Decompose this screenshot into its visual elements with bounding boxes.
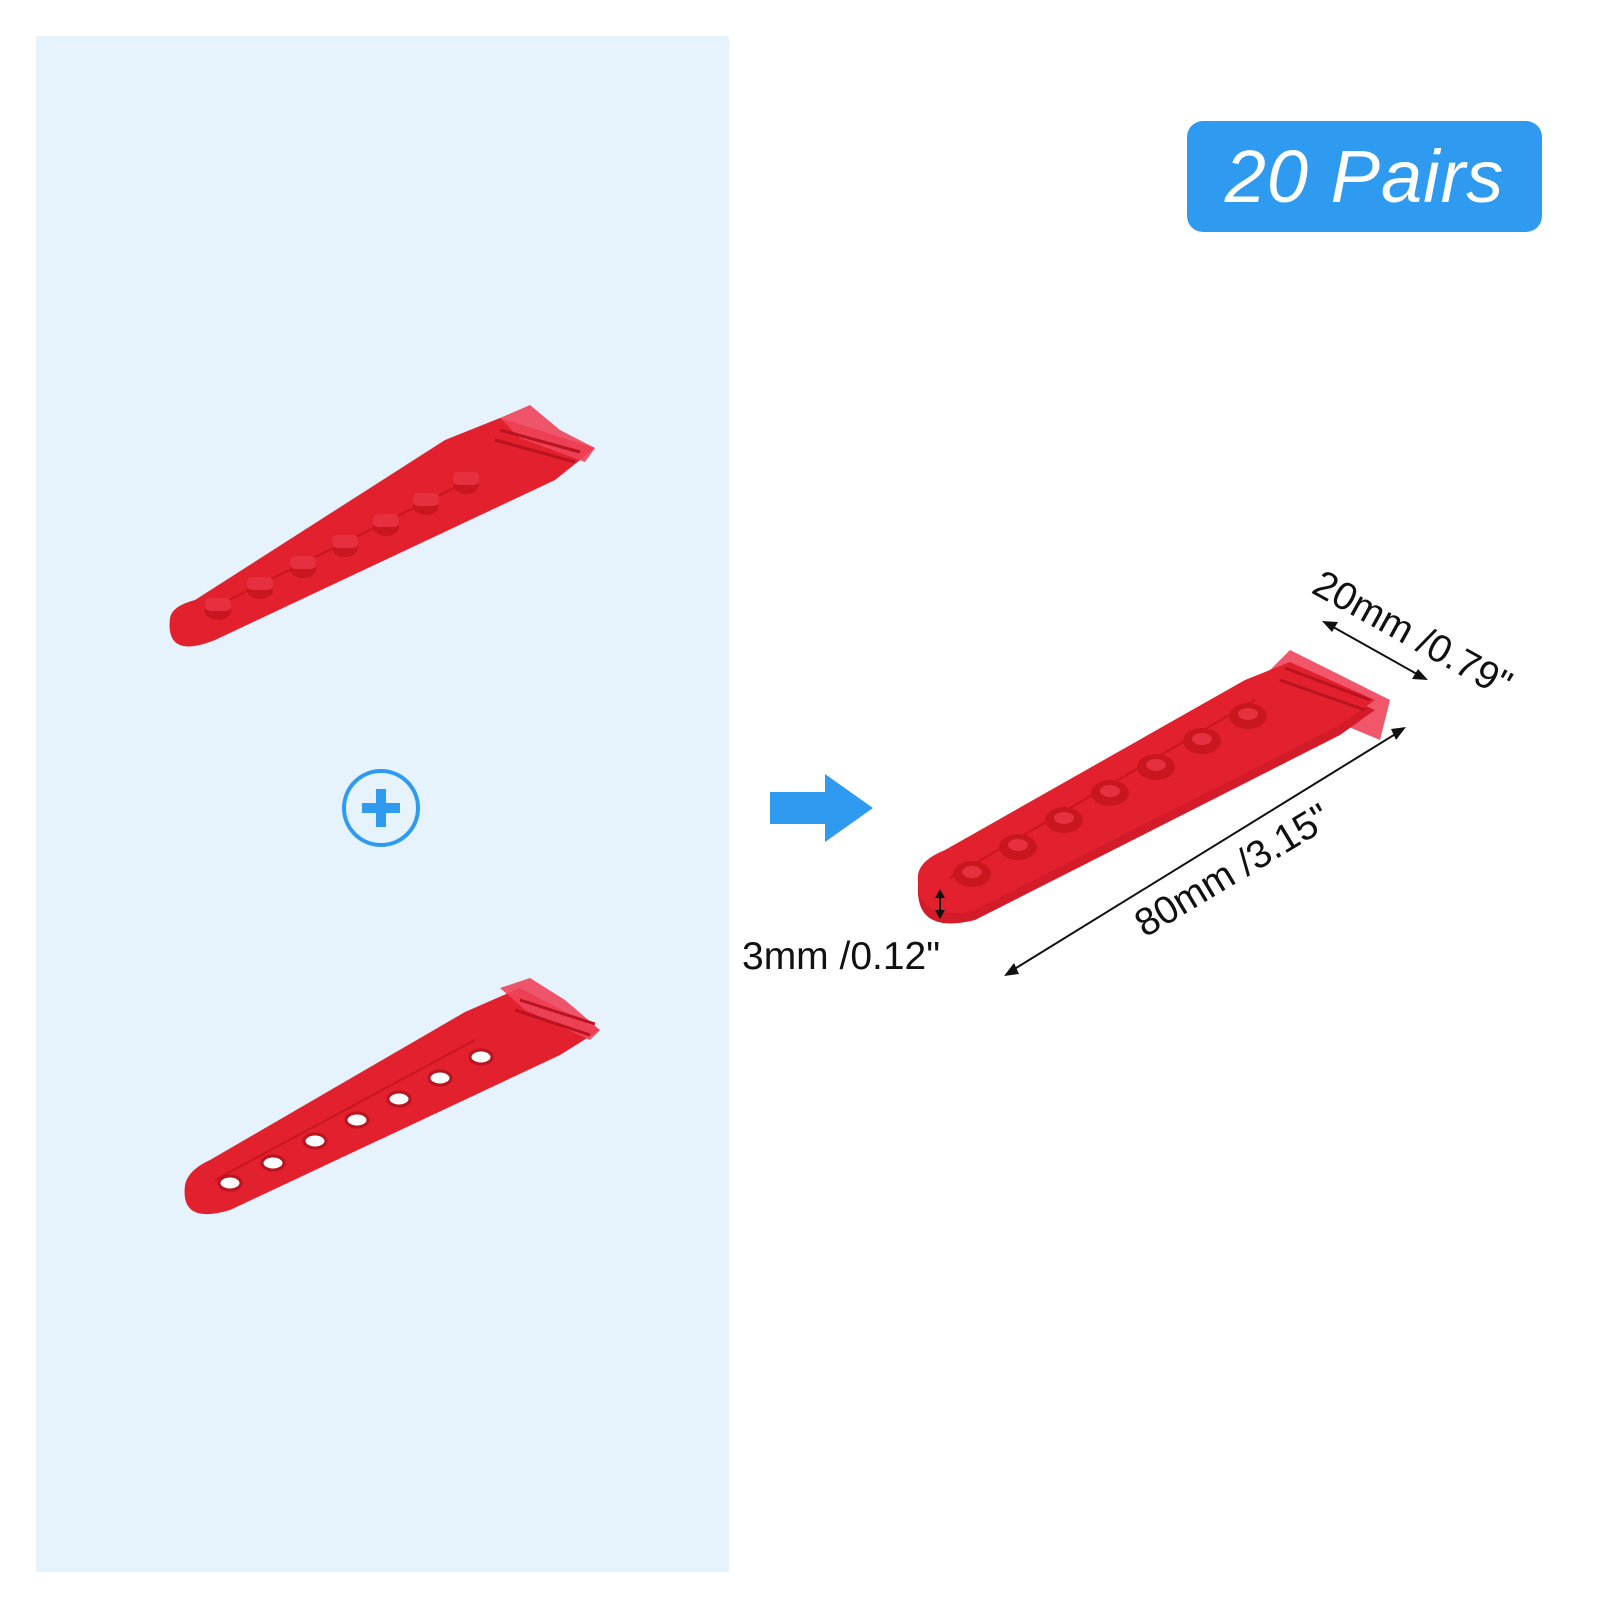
width-dimension-line — [1322, 621, 1428, 680]
strap-with-pins — [169, 405, 595, 647]
assembled-strap — [917, 650, 1390, 924]
arrow-right-icon — [770, 774, 873, 842]
thickness-label: 3mm /0.12" — [742, 935, 940, 978]
quantity-badge: 20 Pairs — [1187, 121, 1542, 232]
plus-circle-icon — [342, 769, 420, 847]
strap-with-holes — [184, 978, 600, 1215]
length-dimension-line — [1004, 727, 1406, 976]
thickness-dimension-line — [935, 889, 945, 919]
